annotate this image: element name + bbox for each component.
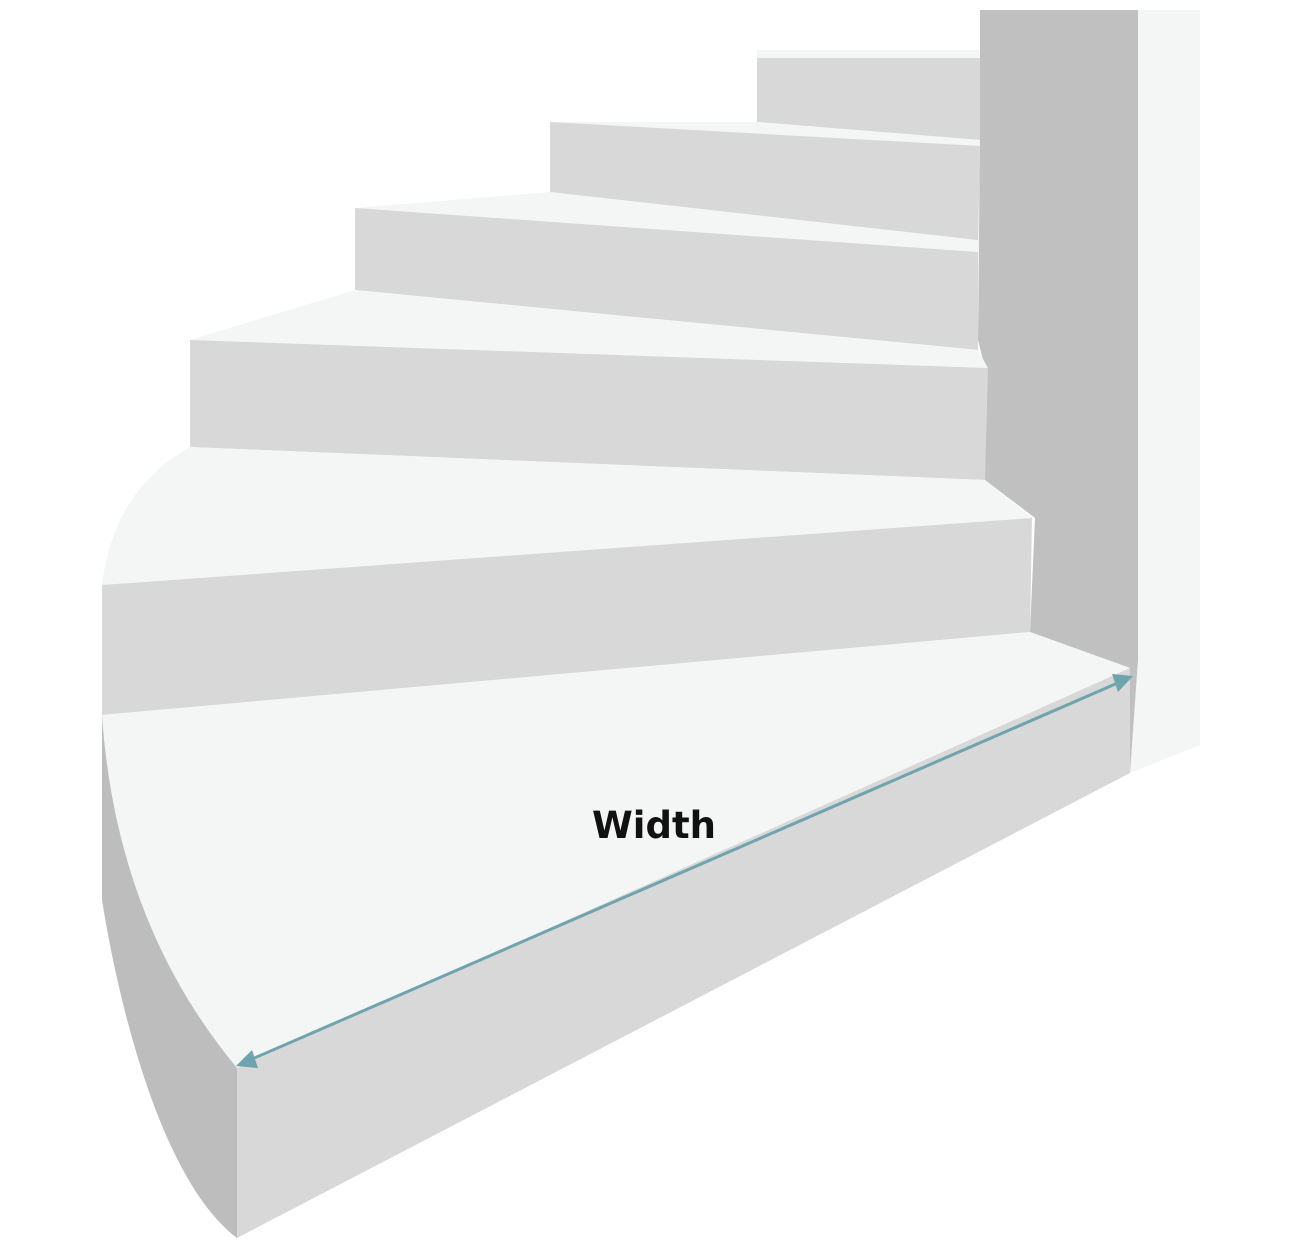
step-2-tread <box>102 447 1032 585</box>
step-1-riser <box>237 668 1130 1238</box>
step-4-riser <box>355 208 978 350</box>
wall-face <box>978 10 1138 773</box>
width-label: Width <box>592 804 716 847</box>
step-3-tread <box>190 290 988 368</box>
step-4-tread <box>355 192 978 252</box>
step-2-riser <box>102 518 1032 715</box>
step-6-riser <box>757 58 980 140</box>
step-6-tread <box>757 50 980 58</box>
wall-light-face <box>1130 10 1200 773</box>
width-arrow-line <box>249 680 1121 1062</box>
step-1-tread <box>102 632 1130 1068</box>
step-1-side <box>102 715 237 1238</box>
step-5-riser <box>550 122 980 252</box>
step-3-riser <box>190 340 988 480</box>
width-arrow-head-left <box>236 1050 258 1068</box>
width-arrow-head-right <box>1112 674 1133 692</box>
